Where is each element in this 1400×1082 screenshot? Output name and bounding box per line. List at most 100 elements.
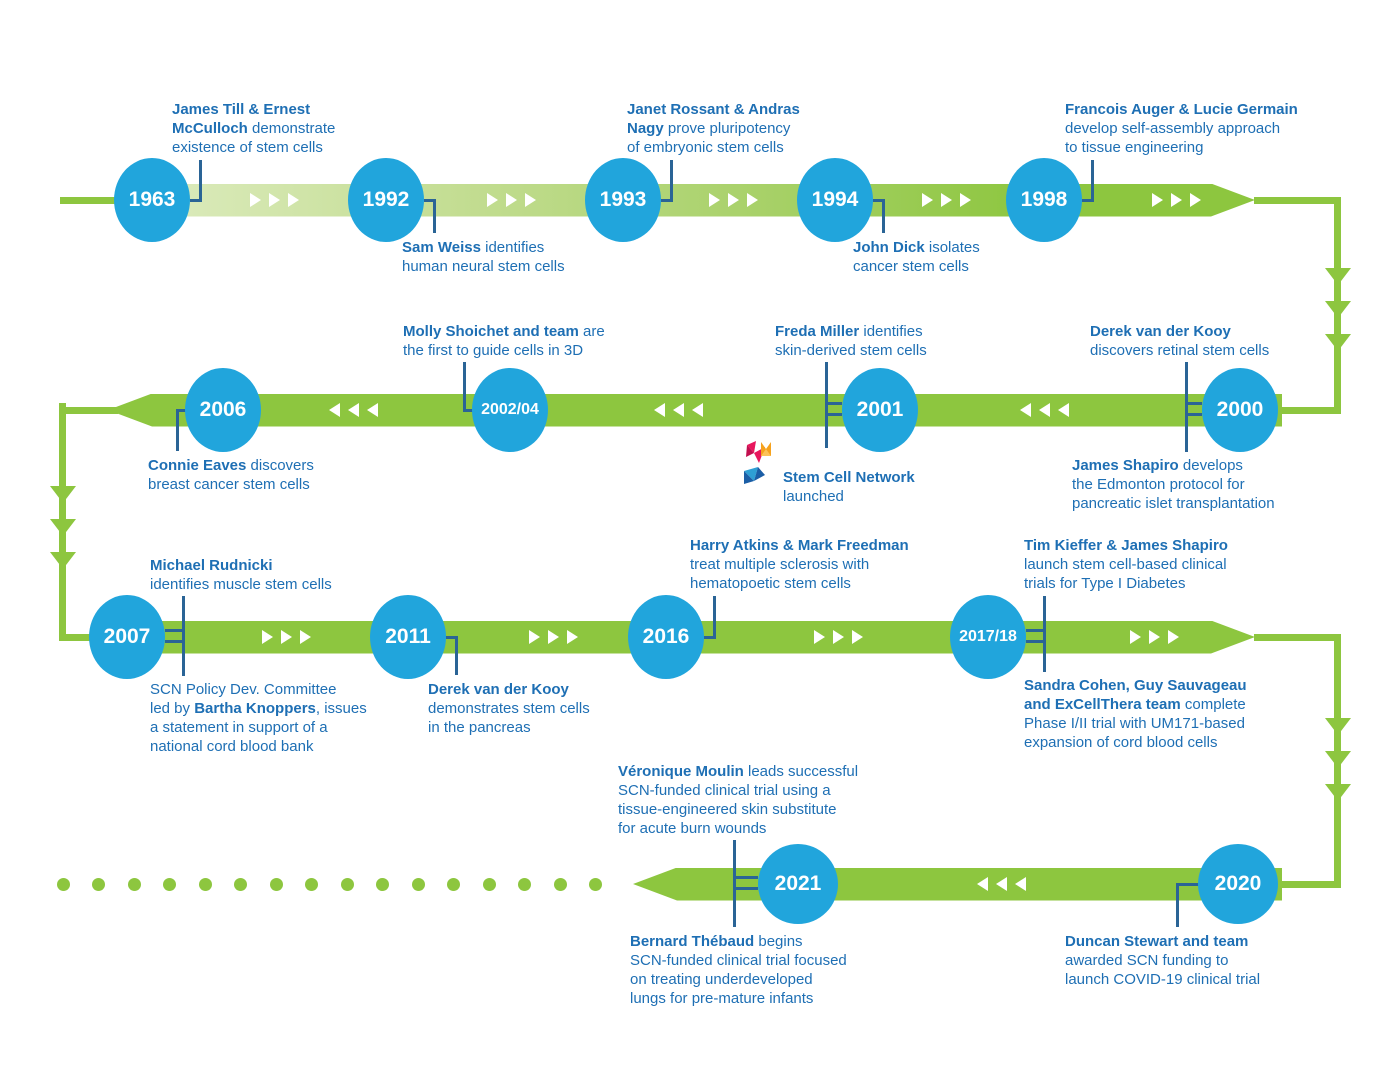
leader-line-12-v	[1043, 596, 1046, 672]
leader-line-5	[176, 408, 188, 412]
leader-line-2-v	[670, 160, 673, 200]
flow-chevron-icon	[922, 193, 933, 207]
flow-chevron-icon	[1015, 877, 1026, 891]
note-scn-launched-line: Stem Cell Network	[783, 469, 915, 486]
note-john-dick-line: cancer stem cells	[853, 258, 969, 275]
note-sandra-cohen-line: expansion of cord blood cells	[1024, 734, 1218, 751]
year-circle-2016: 2016	[628, 595, 704, 679]
note-bernard-thebaud-line: lungs for pre-mature infants	[630, 990, 814, 1007]
flow-chevron-icon	[567, 630, 578, 644]
flow-chevron-icon	[487, 193, 498, 207]
down-arrow-icon	[1324, 784, 1351, 801]
note-molly-shoichet-line: the first to guide cells in 3D	[403, 342, 584, 359]
year-circle-2020: 2020	[1198, 844, 1278, 924]
note-sandra-cohen-line: and ExCellThera team complete	[1024, 696, 1246, 713]
down-arrow-icon	[49, 486, 76, 503]
flow-chevron-icon	[281, 630, 292, 644]
note-connie-eaves-line: Connie Eaves discovers	[148, 457, 314, 474]
note-scn-launched-line: launched	[783, 488, 844, 505]
down-arrow-icon	[1324, 334, 1351, 351]
year-circle-2006: 2006	[185, 368, 261, 452]
note-michael-rudnicki-line: Michael Rudnicki	[150, 557, 273, 574]
year-circle-2011: 2011	[370, 595, 446, 679]
note-derek-kooy-2000-line: discovers retinal stem cells	[1090, 342, 1270, 359]
leader-line-10	[446, 635, 458, 639]
leader-line-6	[463, 408, 475, 412]
timeline-dot	[518, 877, 531, 891]
flow-chevron-icon	[814, 630, 825, 644]
note-molly-shoichet-line: Molly Shoichet and team are	[403, 323, 605, 340]
flow-chevron-icon	[977, 877, 988, 891]
note-tim-kieffer-line: launch stem cell-based clinical	[1024, 556, 1227, 573]
year-circle-1992: 1992	[348, 158, 424, 242]
connector-right-2018-2020-stub-1	[1270, 880, 1341, 888]
timeline-dot	[340, 877, 354, 891]
note-janet-rossant-line: of embryonic stem cells	[627, 139, 784, 156]
leader-line-8-v	[1185, 362, 1188, 452]
leader-line-7-v	[825, 362, 828, 448]
timeline-bar-row-2020-2021	[633, 867, 1282, 901]
timeline-dot	[376, 877, 389, 891]
note-harry-atkins-line: Harry Atkins & Mark Freedman	[690, 537, 909, 554]
note-veronique-moulin-line: Véronique Moulin leads successful	[618, 763, 859, 780]
note-james-till-line: James Till & Ernest	[172, 101, 311, 118]
flow-chevron-icon	[329, 403, 340, 417]
note-scn-policy-line: SCN Policy Dev. Committee	[150, 681, 337, 698]
leader-line-5-v	[176, 410, 179, 451]
flow-chevron-icon	[1149, 630, 1160, 644]
timeline-dot	[305, 877, 318, 891]
leader-line-14	[1176, 882, 1201, 886]
note-veronique-moulin-line: for acute burn wounds	[618, 820, 767, 837]
note-sandra-cohen-line: Phase I/II trial with UM171-based	[1024, 715, 1245, 732]
flow-chevron-icon	[1058, 403, 1069, 417]
flow-chevron-icon	[1039, 403, 1050, 417]
timeline-dot	[589, 877, 602, 891]
flow-chevron-icon	[960, 193, 971, 207]
note-derek-kooy-2011-line: demonstrates stem cells	[428, 700, 590, 717]
note-sam-weiss-line: human neural stem cells	[402, 258, 565, 275]
leader-tick-8-a	[1185, 402, 1202, 405]
year-circle-2021: 2021	[758, 844, 838, 924]
down-arrow-icon	[49, 519, 76, 536]
note-derek-kooy-2011-line: in the pancreas	[428, 719, 531, 736]
note-derek-kooy-2011: Derek van der Kooy demonstrates stem cell…	[428, 680, 590, 737]
leader-line-11-v	[713, 596, 716, 637]
flow-chevron-icon	[673, 403, 684, 417]
note-james-shapiro-line: the Edmonton protocol for	[1072, 476, 1245, 493]
flow-chevron-icon	[833, 630, 844, 644]
leader-tick-13-b	[733, 887, 758, 890]
note-duncan-stewart-line: launch COVID-19 clinical trial	[1065, 971, 1261, 988]
note-michael-rudnicki-line: identifies muscle stem cells	[150, 576, 332, 593]
flow-chevron-icon	[525, 193, 536, 207]
note-james-shapiro: James Shapiro develops the Edmonton proto…	[1072, 456, 1275, 513]
flow-chevron-icon	[300, 630, 311, 644]
connector-right-1998-2000-stub-1	[1270, 406, 1341, 414]
flow-chevron-icon	[1168, 630, 1179, 644]
note-francois-auger-line: develop self-assembly approach	[1065, 120, 1281, 137]
timeline-dot	[269, 877, 283, 891]
timeline-dot	[92, 877, 105, 891]
note-molly-shoichet: Molly Shoichet and team are the first to …	[403, 322, 605, 360]
timeline-dot	[447, 877, 460, 891]
flow-chevron-icon	[348, 403, 359, 417]
note-michael-rudnicki: Michael Rudnicki identifies muscle stem c…	[150, 556, 332, 594]
flow-chevron-icon	[692, 403, 703, 417]
note-tim-kieffer-line: trials for Type I Diabetes	[1024, 575, 1186, 592]
note-freda-miller-line: skin-derived stem cells	[775, 342, 927, 359]
note-derek-kooy-2011-line: Derek van der Kooy	[428, 681, 569, 698]
flow-chevron-icon	[250, 193, 261, 207]
note-james-shapiro-line: pancreatic islet transplantation	[1072, 495, 1275, 512]
note-francois-auger-line: to tissue engineering	[1065, 139, 1204, 156]
leader-line-6-v	[463, 362, 466, 410]
leader-line-13-v	[733, 840, 736, 927]
note-james-shapiro-line: James Shapiro develops	[1072, 457, 1243, 474]
note-tim-kieffer-line: Tim Kieffer & James Shapiro	[1024, 537, 1228, 554]
